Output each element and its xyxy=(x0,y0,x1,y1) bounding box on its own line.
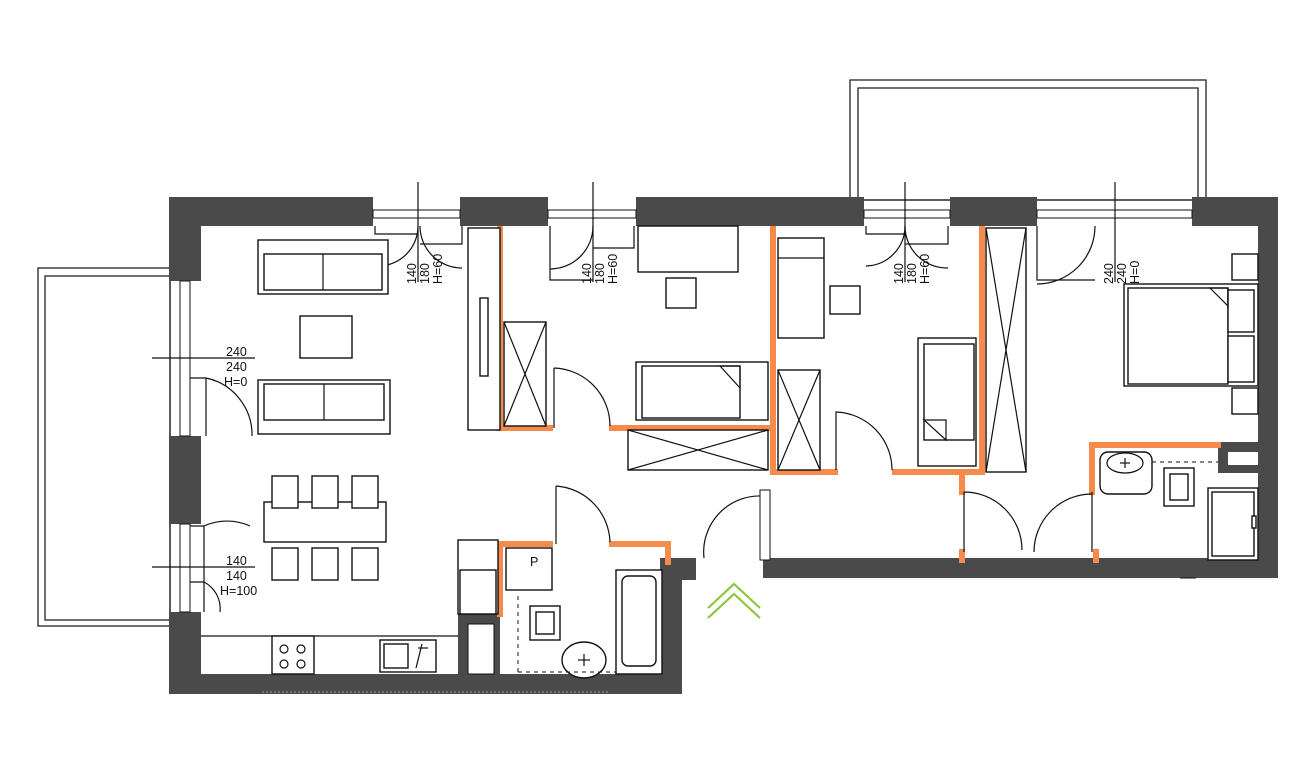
window-label-living-left: 240 240 H=0 xyxy=(224,345,247,389)
svg-text:180: 180 xyxy=(593,263,607,284)
coffee-table xyxy=(299,315,353,359)
svg-text:180: 180 xyxy=(905,263,919,284)
svg-text:240: 240 xyxy=(226,345,247,359)
window-label-top-2: 140 180 H=60 xyxy=(580,254,620,284)
svg-text:H=60: H=60 xyxy=(918,254,932,284)
svg-text:H=100: H=100 xyxy=(220,584,257,598)
bathroom-lower xyxy=(505,547,663,679)
shaft xyxy=(467,623,495,675)
svg-text:180: 180 xyxy=(418,263,432,284)
svg-text:140: 140 xyxy=(892,263,906,284)
dining-set xyxy=(263,475,387,581)
svg-text:240: 240 xyxy=(1115,263,1129,284)
svg-text:H=0: H=0 xyxy=(224,375,247,389)
balcony-left xyxy=(37,267,171,627)
svg-text:140: 140 xyxy=(226,554,247,568)
svg-text:240: 240 xyxy=(226,360,247,374)
balcony-top xyxy=(849,79,1207,201)
window-label-top-4: 240 240 H=0 xyxy=(1102,261,1142,284)
boiler-label: P xyxy=(530,555,538,569)
svg-text:140: 140 xyxy=(580,263,594,284)
window-sashes xyxy=(190,225,1096,613)
svg-text:140: 140 xyxy=(405,263,419,284)
window-label-top-1: 140 180 H=60 xyxy=(405,254,445,284)
sofa-top xyxy=(257,239,389,295)
master-bed xyxy=(1123,253,1259,415)
interior-doors xyxy=(553,367,1093,561)
entrance-chevron-icon xyxy=(707,582,761,619)
svg-text:H=0: H=0 xyxy=(1128,261,1142,284)
room2-furniture xyxy=(777,227,1027,473)
structural-walls xyxy=(169,197,1278,694)
kitchen-counter xyxy=(201,539,499,675)
svg-text:H=60: H=60 xyxy=(606,254,620,284)
dimension-leaders xyxy=(152,182,1116,568)
room1-furniture xyxy=(467,225,769,471)
svg-text:240: 240 xyxy=(1102,263,1116,284)
svg-text:140: 140 xyxy=(226,569,247,583)
bathroom-right xyxy=(1099,451,1259,561)
svg-text:H=60: H=60 xyxy=(431,254,445,284)
sofa-bottom xyxy=(257,379,391,435)
window-label-top-3: 140 180 H=60 xyxy=(892,254,932,284)
window-label-living-lower: 140 140 H=100 xyxy=(220,554,257,598)
